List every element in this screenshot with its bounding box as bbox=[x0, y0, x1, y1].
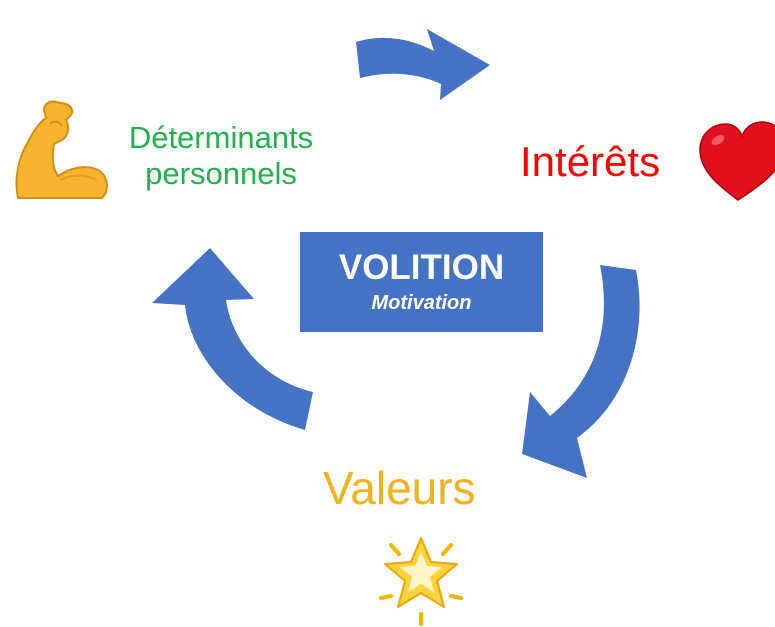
interets-label: Intérêts bbox=[520, 138, 661, 185]
motivation-subtitle: Motivation bbox=[371, 292, 472, 315]
volition-box bbox=[300, 232, 543, 332]
red-heart-icon bbox=[699, 121, 775, 201]
arrow-right bbox=[522, 265, 640, 478]
determinants-label: Déterminants personnels bbox=[108, 120, 334, 191]
determinants-line1: Déterminants bbox=[128, 120, 314, 155]
valeurs-label: Valeurs bbox=[323, 462, 476, 514]
flexed-biceps-icon bbox=[15, 100, 108, 199]
volition-box-text: VOLITION Motivation bbox=[300, 232, 543, 332]
determinants-line2: personnels bbox=[145, 155, 297, 191]
volition-title: VOLITION bbox=[338, 247, 505, 287]
arrow-top bbox=[356, 29, 490, 100]
glowing-star-icon bbox=[379, 537, 463, 626]
arrow-left bbox=[152, 248, 313, 430]
